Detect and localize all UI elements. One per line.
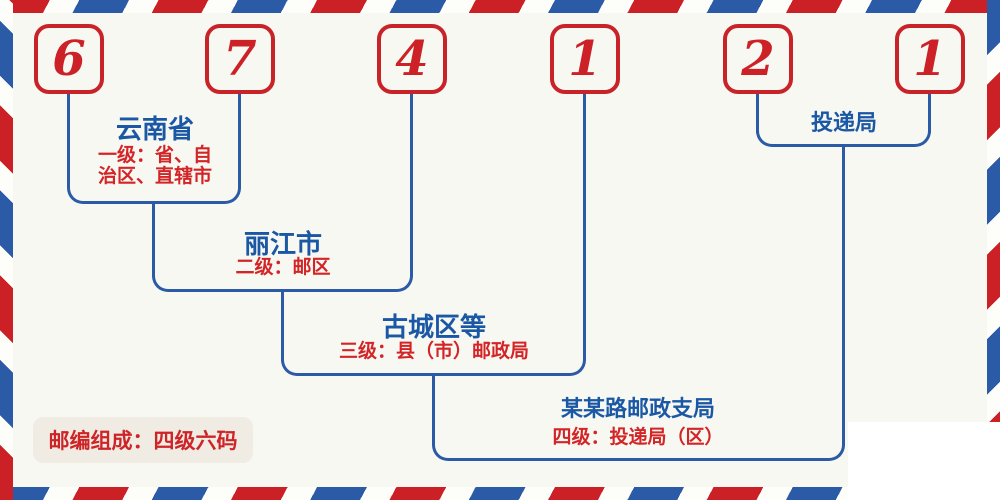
connector-line-digit4 bbox=[583, 94, 586, 360]
connector-line-level1-down bbox=[152, 201, 155, 277]
connector-line-digit6 bbox=[928, 94, 931, 133]
label-level1-desc-line1: 一级：省、自 bbox=[97, 145, 213, 166]
digit-box-4: 1 bbox=[550, 24, 620, 94]
airmail-border-left bbox=[0, 0, 13, 500]
bracket-level1 bbox=[67, 185, 241, 204]
composition-badge-text: 邮编组成：四级六码 bbox=[48, 430, 238, 453]
digit-box-6: 1 bbox=[895, 24, 965, 94]
background-patch bbox=[848, 422, 1000, 500]
digit-1: 6 bbox=[52, 31, 86, 87]
label-level1-desc-line2: 治区、直辖市 bbox=[97, 166, 213, 187]
airmail-border-bottom bbox=[0, 487, 1000, 500]
digit-box-5: 2 bbox=[723, 24, 793, 94]
connector-line-level3-down bbox=[432, 373, 435, 446]
label-level3-name: 古城区等 bbox=[381, 313, 487, 342]
label-level4-name: 某某路邮政支局 bbox=[560, 396, 716, 421]
connector-line-digit1 bbox=[67, 94, 70, 188]
connector-line-delivery-down bbox=[842, 145, 845, 446]
digit-2: 7 bbox=[223, 31, 257, 87]
composition-badge: 邮编组成：四级六码 bbox=[33, 417, 253, 463]
digit-4: 1 bbox=[568, 31, 602, 87]
connector-line-digit2 bbox=[238, 94, 241, 188]
digit-5: 2 bbox=[741, 31, 775, 87]
bracket-delivery bbox=[756, 128, 931, 147]
airmail-border-right bbox=[987, 0, 1000, 500]
label-delivery-name: 投递局 bbox=[810, 110, 878, 135]
label-level3-desc: 三级：县（市）邮政局 bbox=[338, 341, 530, 362]
digit-6: 1 bbox=[913, 31, 947, 87]
connector-line-digit3 bbox=[410, 94, 413, 276]
label-level1-desc: 一级：省、自 治区、直辖市 bbox=[98, 145, 212, 187]
connector-line-digit5 bbox=[756, 94, 759, 133]
bracket-level4 bbox=[432, 442, 845, 461]
bracket-level2 bbox=[152, 273, 413, 292]
digit-box-3: 4 bbox=[377, 24, 447, 94]
label-level4-desc: 四级：投递局（区） bbox=[552, 427, 724, 448]
airmail-border-top bbox=[0, 0, 1000, 13]
digit-box-2: 7 bbox=[205, 24, 275, 94]
label-level2-name: 丽江市 bbox=[243, 230, 323, 259]
label-level2-desc: 二级：邮区 bbox=[235, 257, 331, 278]
digit-box-1: 6 bbox=[34, 24, 104, 94]
digit-3: 4 bbox=[395, 31, 429, 87]
bracket-level3 bbox=[281, 357, 586, 376]
label-level1-name: 云南省 bbox=[115, 115, 195, 144]
connector-line-level2-down bbox=[281, 289, 284, 361]
